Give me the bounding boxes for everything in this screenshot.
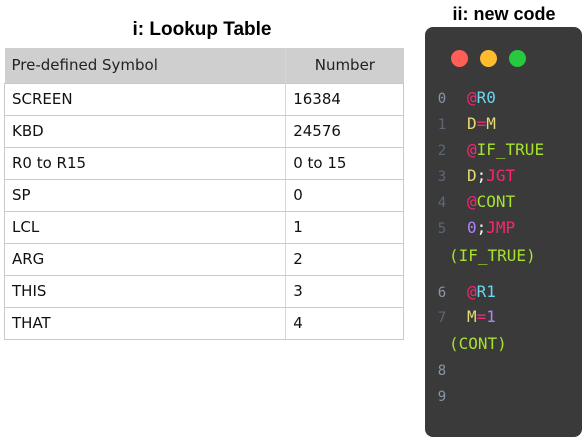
code-text: D=M — [459, 113, 496, 135]
symbol-cell: SCREEN — [3, 83, 287, 116]
number-cell: 0 to 15 — [285, 147, 404, 180]
number-cell: 3 — [285, 275, 404, 308]
code-text: M=1 — [459, 306, 496, 328]
window-controls — [451, 50, 526, 67]
code-token: R0 — [476, 88, 496, 107]
code-line: 3 D;JGT — [425, 165, 515, 187]
line-number: 3 — [437, 169, 447, 185]
code-panel-title: ii: new code — [452, 4, 556, 24]
column-header-symbol: Pre-defined Symbol — [4, 48, 287, 84]
symbol-cell: KBD — [3, 115, 287, 148]
code-token: @ — [467, 192, 477, 211]
line-number: 1 — [437, 117, 447, 133]
code-token: @ — [467, 282, 477, 301]
code-text: @R0 — [459, 87, 496, 109]
line-number: 6 — [437, 285, 447, 301]
table-row: SP 0 — [3, 179, 404, 212]
line-number: 9 — [437, 389, 447, 405]
number-cell: 16384 — [285, 83, 404, 116]
code-token: M — [486, 114, 496, 133]
code-token: = — [476, 114, 487, 133]
number-cell: 0 — [285, 179, 404, 212]
code-text: @R1 — [459, 281, 496, 303]
code-token: ; — [476, 218, 487, 237]
table-row: SCREEN 16384 — [3, 83, 404, 116]
code-line: 9 — [425, 385, 467, 407]
code-line: 2 @IF_TRUE — [425, 139, 544, 161]
line-number: 7 — [437, 310, 447, 326]
line-number: 8 — [437, 363, 447, 379]
lookup-table-title: i: Lookup Table — [132, 19, 272, 40]
code-line: 7 M=1 — [425, 306, 496, 328]
line-number: 5 — [437, 221, 447, 237]
close-window-icon[interactable] — [451, 50, 468, 67]
code-line: 0 @R0 — [425, 87, 496, 109]
code-line: 6 @R1 — [425, 281, 496, 303]
number-cell: 2 — [285, 243, 404, 276]
code-text: 0;JMP — [459, 217, 515, 239]
symbol-cell: ARG — [3, 243, 287, 276]
code-token: D — [467, 114, 477, 133]
line-number: 0 — [437, 91, 447, 107]
code-label: (CONT) — [449, 334, 507, 353]
symbol-cell: THAT — [3, 307, 287, 340]
code-line: 5 0;JMP — [425, 217, 515, 239]
code-label: (IF_TRUE) — [449, 246, 536, 265]
code-token: @ — [467, 88, 477, 107]
symbol-cell: THIS — [3, 275, 287, 308]
code-token: D — [467, 166, 477, 185]
code-text: D;JGT — [459, 165, 515, 187]
table-row: LCL 1 — [3, 211, 404, 244]
code-line: 8 — [425, 359, 467, 381]
column-header-number: Number — [285, 48, 404, 84]
code-line: 1 D=M — [425, 113, 496, 135]
code-token: @ — [467, 140, 477, 159]
maximize-window-icon[interactable] — [509, 50, 526, 67]
code-token: JGT — [486, 166, 516, 185]
code-text: @CONT — [459, 191, 515, 213]
table-row: THAT 4 — [3, 307, 404, 340]
line-number: 2 — [437, 143, 447, 159]
code-line: 4 @CONT — [425, 191, 515, 213]
table-row: R0 to R15 0 to 15 — [3, 147, 404, 180]
code-token: = — [476, 307, 487, 326]
minimize-window-icon[interactable] — [480, 50, 497, 67]
code-token: JMP — [486, 218, 516, 237]
code-token: CONT — [476, 192, 516, 211]
table-row: THIS 3 — [3, 275, 404, 308]
code-token: M — [467, 307, 477, 326]
symbol-cell: LCL — [3, 211, 287, 244]
code-text: @IF_TRUE — [459, 139, 544, 161]
symbol-cell: SP — [3, 179, 287, 212]
code-token: 1 — [486, 307, 496, 326]
table-row: KBD 24576 — [3, 115, 404, 148]
code-token: IF_TRUE — [476, 140, 545, 159]
table-row: ARG 2 — [3, 243, 404, 276]
code-token: R1 — [476, 282, 496, 301]
number-cell: 24576 — [285, 115, 404, 148]
symbol-cell: R0 to R15 — [3, 147, 287, 180]
code-token: 0 — [467, 218, 477, 237]
code-token: ; — [476, 166, 487, 185]
lookup-table: Pre-defined Symbol Number SCREEN 16384 K… — [3, 48, 404, 340]
table-header-row: Pre-defined Symbol Number — [4, 48, 404, 84]
number-cell: 1 — [285, 211, 404, 244]
number-cell: 4 — [285, 307, 404, 340]
line-number: 4 — [437, 195, 447, 211]
